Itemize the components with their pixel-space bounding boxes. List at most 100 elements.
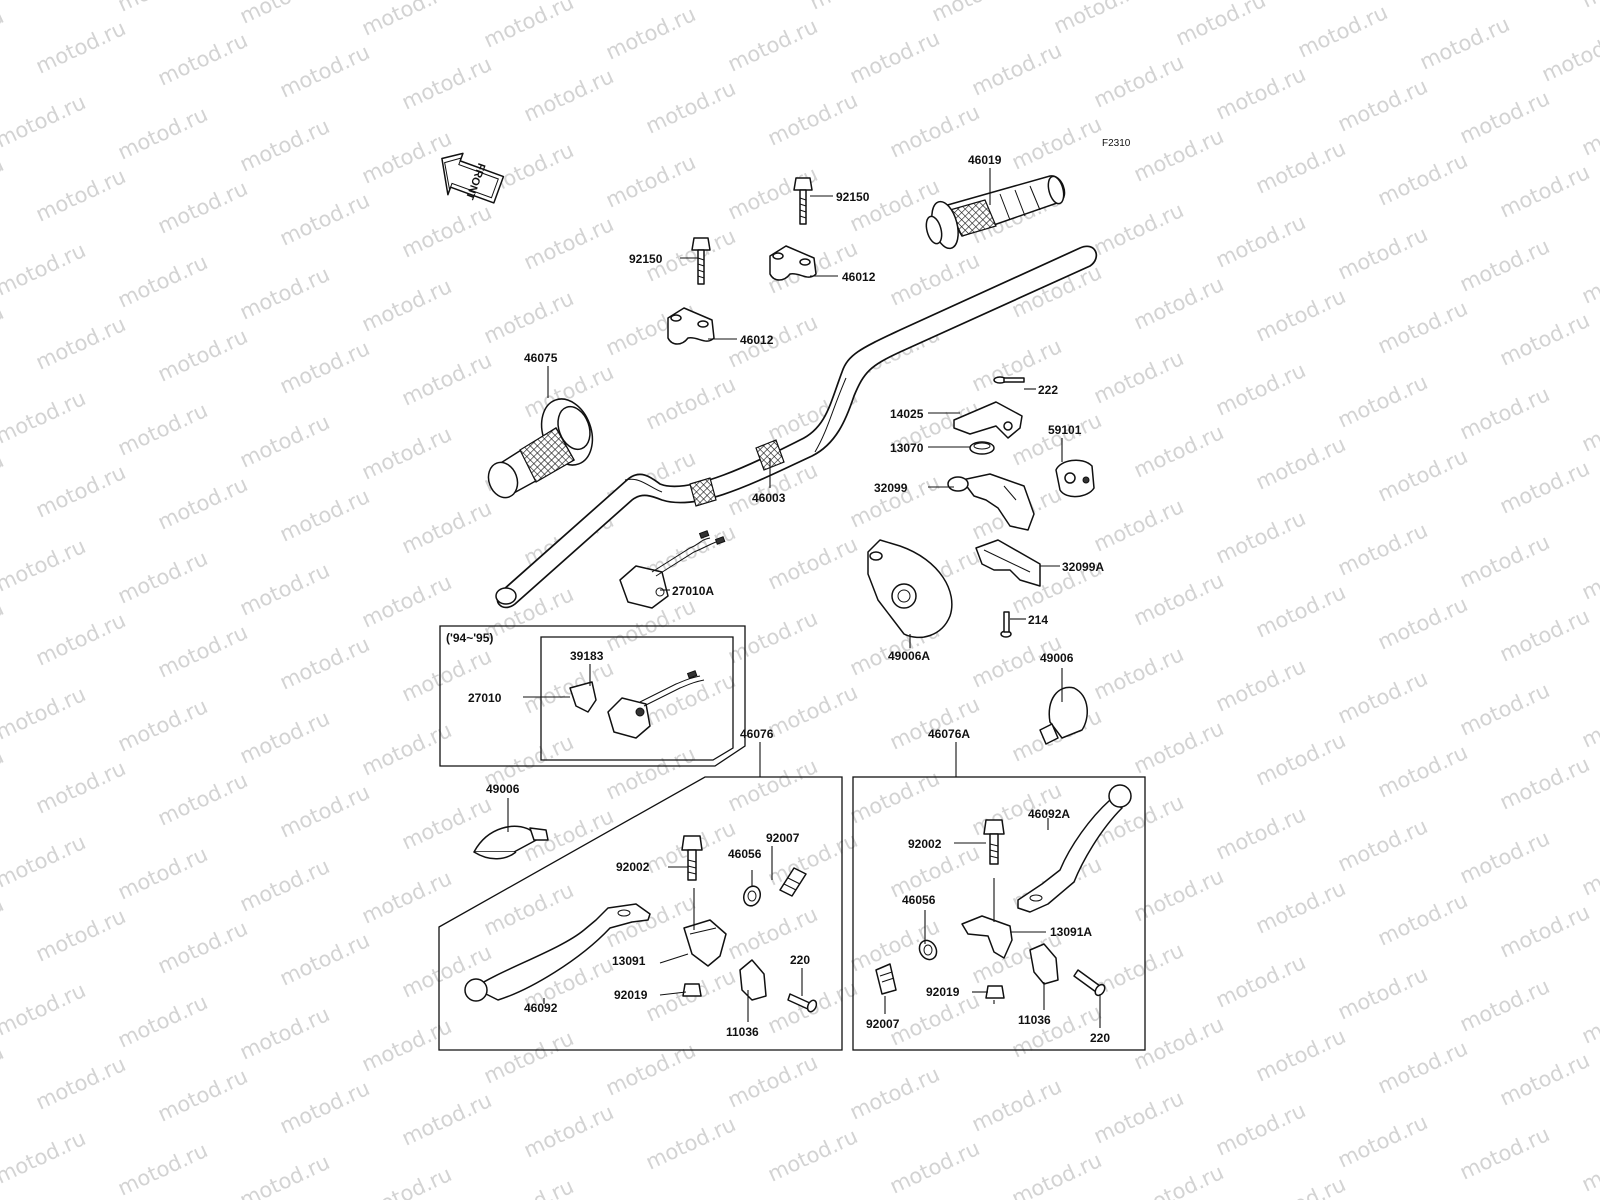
watermark-text: motod.ru <box>1578 838 1600 900</box>
watermark-text: motod.ru <box>1130 1160 1227 1200</box>
label-92019-left: 92019 <box>614 988 648 1002</box>
watermark-text: motod.ru <box>1252 1172 1349 1200</box>
watermark-text: motod.ru <box>154 28 251 90</box>
watermark-text: motod.ru <box>154 916 251 978</box>
watermark-text: motod.ru <box>1578 394 1600 456</box>
watermark-text: motod.ru <box>806 0 903 15</box>
label-220-left: 220 <box>790 953 810 967</box>
lever-46092A <box>1017 784 1132 913</box>
label-49006-left: 49006 <box>486 782 520 796</box>
watermark-text: motod.ru <box>764 680 861 742</box>
lever-46092 <box>464 903 651 1002</box>
nut-92019-left <box>682 983 702 997</box>
watermark-text: motod.ru <box>520 656 617 718</box>
watermark-text: motod.ru <box>0 1126 89 1188</box>
watermark-text: motod.ru <box>1334 814 1431 876</box>
label-92150-left: 92150 <box>629 252 663 266</box>
label-27010A: 27010A <box>672 584 714 598</box>
watermark-text: motod.ru <box>1090 198 1187 260</box>
nut-46056-left <box>742 885 762 907</box>
watermark-text: motod.ru <box>1334 370 1431 432</box>
holder-46012-left <box>667 307 715 345</box>
holder-13091 <box>683 919 727 967</box>
watermark-text: motod.ru <box>32 1052 129 1114</box>
label-214: 214 <box>1028 613 1048 627</box>
figure-code: F2310 <box>1102 138 1131 149</box>
watermark-text: motod.ru <box>520 1100 617 1162</box>
watermark-text: motod.ru <box>1578 98 1600 160</box>
watermark-text: motod.ru <box>154 324 251 386</box>
watermark-text: motod.ru <box>1374 1036 1471 1098</box>
watermark-text: motod.ru <box>1090 642 1187 704</box>
label-46092: 46092 <box>524 1001 558 1015</box>
watermark-text: motod.ru <box>1334 666 1431 728</box>
holder-46012-right <box>769 245 817 281</box>
bolt-92002-left <box>681 835 703 881</box>
watermark-text: motod.ru <box>114 102 211 164</box>
watermark-text: motod.ru <box>0 744 7 806</box>
label-46076: 46076 <box>740 727 774 741</box>
watermark-text: motod.ru <box>1374 444 1471 506</box>
adjuster-92007-left <box>779 867 807 897</box>
watermark-text: motod.ru <box>236 706 333 768</box>
label-92150-top: 92150 <box>836 190 870 204</box>
label-92002-left: 92002 <box>616 860 650 874</box>
watermark-text: motod.ru <box>0 0 89 5</box>
label-46075: 46075 <box>524 351 558 365</box>
watermark-text: motod.ru <box>154 1064 251 1126</box>
watermark-text: motod.ru <box>1212 802 1309 864</box>
watermark-text: motod.ru <box>398 1088 495 1150</box>
watermark-text: motod.ru <box>1578 542 1600 604</box>
watermark-text: motod.ru <box>1212 358 1309 420</box>
watermark-text: motod.ru <box>1456 826 1553 888</box>
bolt-92150-left <box>691 237 711 285</box>
watermark-text: motod.ru <box>846 766 943 828</box>
watermark-text: motod.ru <box>0 152 7 214</box>
watermark-text: motod.ru <box>276 928 373 990</box>
label-222: 222 <box>1038 383 1058 397</box>
watermark-text: motod.ru <box>276 780 373 842</box>
watermark-text: motod.ru <box>398 200 495 262</box>
box-46076 <box>438 776 843 1051</box>
watermark-text: motod.ru <box>1538 24 1600 86</box>
watermark-text: motod.ru <box>398 496 495 558</box>
watermark-text: motod.ru <box>154 768 251 830</box>
label-49006A: 49006A <box>888 649 930 663</box>
label-11036-right: 11036 <box>1018 1013 1051 1027</box>
watermark-text: motod.ru <box>358 422 455 484</box>
watermark-text: motod.ru <box>32 608 129 670</box>
watermark-text: motod.ru <box>642 372 739 434</box>
watermark-text: motod.ru <box>236 114 333 176</box>
watermark-text: motod.ru <box>1334 74 1431 136</box>
watermark-text: motod.ru <box>1008 112 1105 174</box>
watermark-text: motod.ru <box>1374 740 1471 802</box>
switch-27010A <box>619 530 726 609</box>
label-92007-right: 92007 <box>866 1017 900 1031</box>
watermark-text: motod.ru <box>724 606 821 668</box>
ring-13070 <box>969 441 995 455</box>
label-46092A: 46092A <box>1028 807 1070 821</box>
watermark-text: motod.ru <box>968 1074 1065 1136</box>
watermark-text: motod.ru <box>114 1138 211 1200</box>
watermark-text: motod.ru <box>358 0 455 41</box>
watermark-text: motod.ru <box>968 38 1065 100</box>
watermark-text: motod.ru <box>1130 568 1227 630</box>
watermark-text: motod.ru <box>1496 308 1593 370</box>
watermark-text: motod.ru <box>480 0 577 53</box>
watermark-text: motod.ru <box>1456 530 1553 592</box>
watermark-text: motod.ru <box>276 632 373 694</box>
watermark-text: motod.ru <box>846 470 943 532</box>
watermark-text: motod.ru <box>1252 876 1349 938</box>
watermark-text: motod.ru <box>1212 506 1309 568</box>
watermark-text: motod.ru <box>236 558 333 620</box>
watermark-text: motod.ru <box>480 1174 577 1200</box>
lever-cover-49006-right <box>1039 686 1088 745</box>
watermark-text: motod.ru <box>1374 888 1471 950</box>
year-range: ('94~'95) <box>446 631 493 645</box>
watermark-text: motod.ru <box>1496 900 1593 962</box>
watermark-text: motod.ru <box>1252 284 1349 346</box>
watermark-text: motod.ru <box>1496 752 1593 814</box>
watermark-text: motod.ru <box>1334 962 1431 1024</box>
watermark-text: motod.ru <box>1294 0 1391 62</box>
watermark-text: motod.ru <box>236 410 333 472</box>
